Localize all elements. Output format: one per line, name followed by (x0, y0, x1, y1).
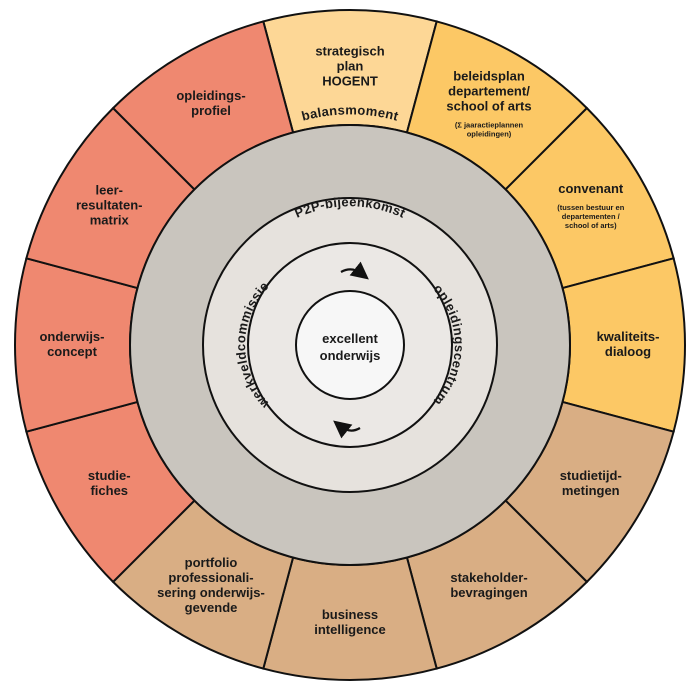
center-circle (295, 290, 405, 400)
center-label-line1: excellent (322, 331, 378, 346)
segment-label-11: leer-resultaten-matrix (76, 183, 142, 228)
segment-label-3: convenant (558, 181, 624, 196)
cycle-arrow-top (340, 261, 369, 280)
segment-label-9: studie-fiches (88, 468, 131, 498)
center-label-line2: onderwijs (320, 348, 381, 363)
segment-label-6: stakeholder-bevragingen (450, 570, 527, 600)
cycle-arrow-bottom (333, 420, 361, 439)
segment-label-5: studietijd-metingen (560, 468, 622, 498)
segment-label-10: onderwijs-concept (39, 329, 104, 359)
balansmoment-label: balansmoment (300, 102, 401, 123)
segment-label-12: opleidings-profiel (176, 88, 245, 118)
segment-label-4: kwaliteits-dialoog (597, 329, 660, 359)
